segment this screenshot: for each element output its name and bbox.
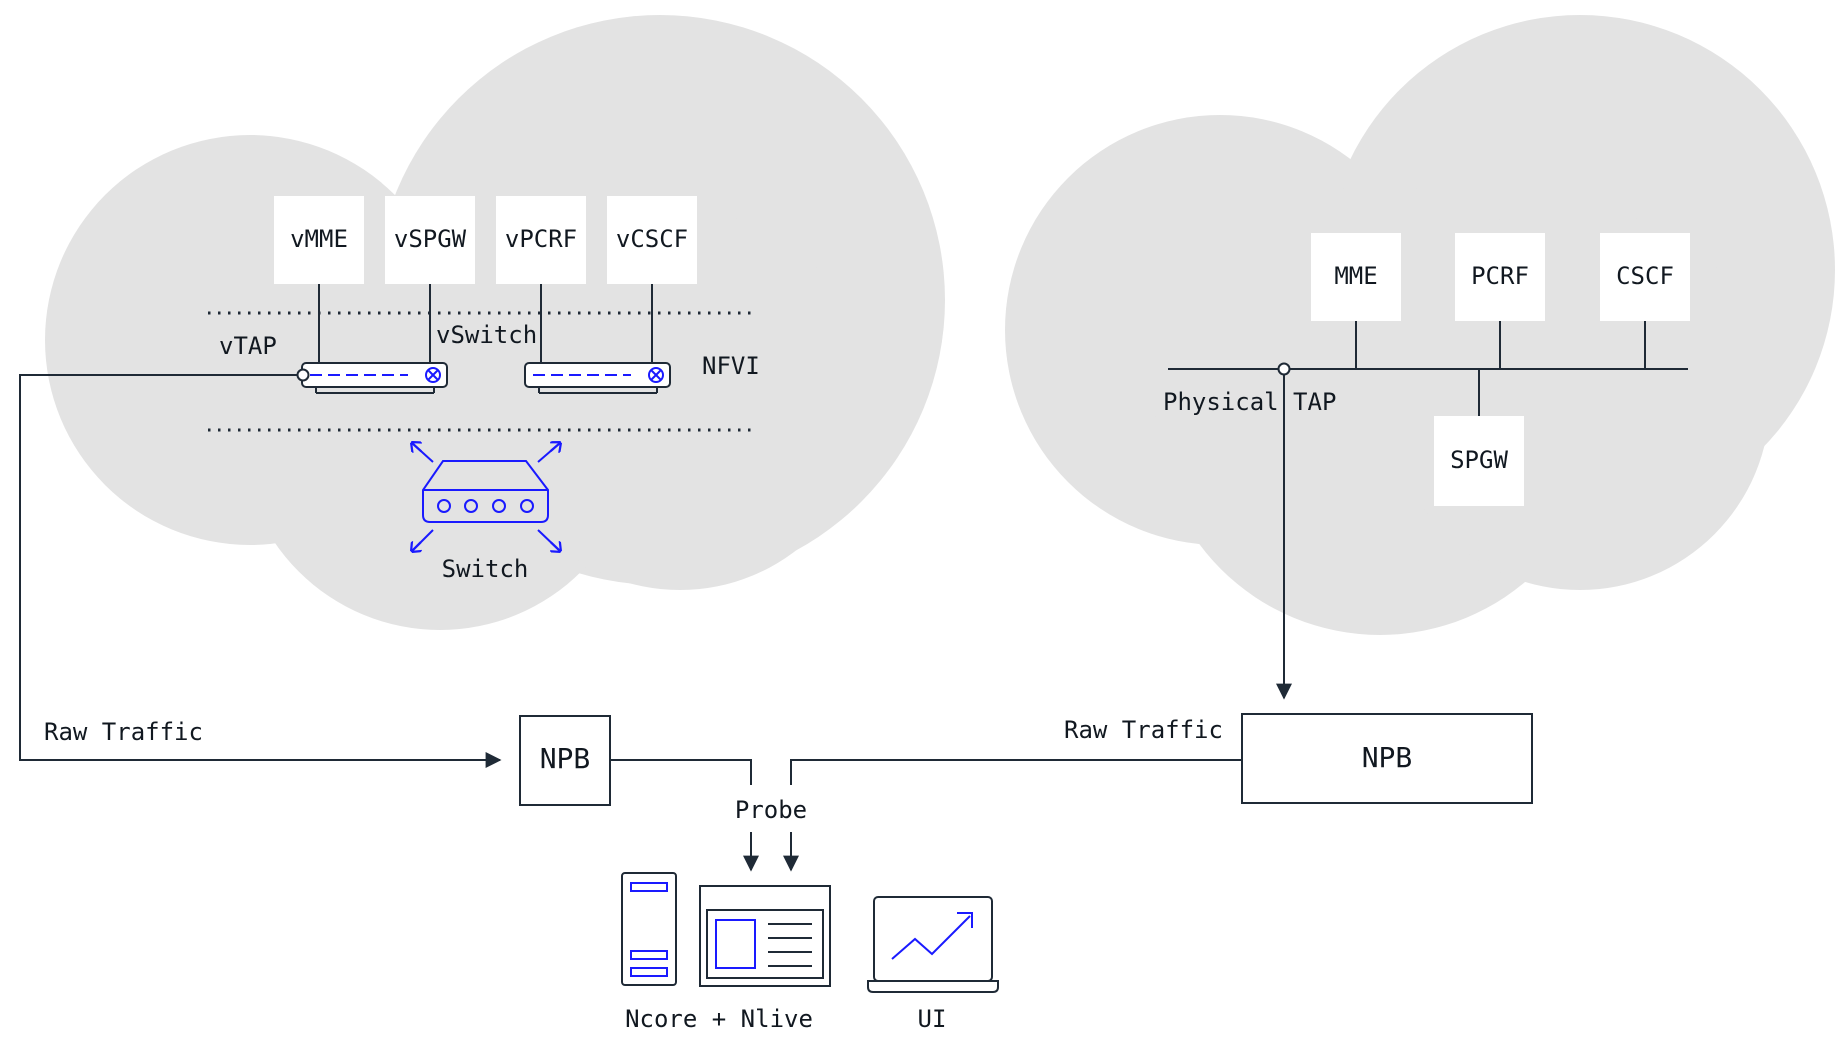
node-vmme: vMME bbox=[274, 196, 364, 284]
node-vmme-label: vMME bbox=[290, 225, 348, 253]
laptop-chart-icon bbox=[867, 896, 999, 993]
node-vspgw: vSPGW bbox=[385, 196, 475, 284]
ui-label: UI bbox=[918, 1005, 947, 1033]
monitor-icon bbox=[699, 885, 831, 987]
nfvi-label: NFVI bbox=[702, 352, 760, 380]
left-raw-traffic-path bbox=[19, 374, 502, 768]
vtap-label: vTAP bbox=[219, 332, 277, 360]
vswitch-label: vSwitch bbox=[436, 321, 537, 349]
node-spgw-label: SPGW bbox=[1450, 446, 1508, 474]
right-raw-traffic-label: Raw Traffic bbox=[1064, 716, 1223, 744]
probe-label: Probe bbox=[735, 796, 807, 824]
physical-tap-point bbox=[1277, 362, 1291, 376]
left-npb-to-probe bbox=[610, 759, 752, 785]
left-cloud bbox=[45, 15, 945, 630]
switch-label: Switch bbox=[442, 555, 529, 583]
node-vpcrf: vPCRF bbox=[496, 196, 586, 284]
server-icon bbox=[621, 872, 677, 986]
node-vspgw-label: vSPGW bbox=[394, 225, 467, 253]
node-pcrf: PCRF bbox=[1455, 233, 1545, 321]
node-pcrf-label: PCRF bbox=[1471, 262, 1529, 290]
ncore-nlive-label: Ncore + Nlive bbox=[625, 1005, 813, 1033]
physical-tap-label: Physical TAP bbox=[1163, 388, 1336, 416]
vswitch-2 bbox=[524, 362, 671, 394]
node-vcscf: vCSCF bbox=[607, 196, 697, 284]
right-npb-label: NPB bbox=[1362, 741, 1413, 774]
node-vpcrf-label: vPCRF bbox=[505, 225, 577, 253]
node-mme: MME bbox=[1311, 233, 1401, 321]
right-npb-to-probe bbox=[790, 759, 1242, 785]
left-npb: NPB bbox=[519, 715, 611, 806]
node-mme-label: MME bbox=[1334, 262, 1377, 290]
left-npb-label: NPB bbox=[540, 742, 591, 775]
right-cloud bbox=[1005, 15, 1835, 635]
node-cscf: CSCF bbox=[1600, 233, 1690, 321]
node-spgw: SPGW bbox=[1434, 416, 1524, 506]
node-vcscf-label: vCSCF bbox=[616, 225, 688, 253]
vtap-point bbox=[296, 368, 310, 382]
node-cscf-label: CSCF bbox=[1616, 262, 1674, 290]
right-npb: NPB bbox=[1241, 713, 1533, 804]
left-raw-traffic-label: Raw Traffic bbox=[44, 718, 203, 746]
switch-icon bbox=[412, 443, 560, 551]
